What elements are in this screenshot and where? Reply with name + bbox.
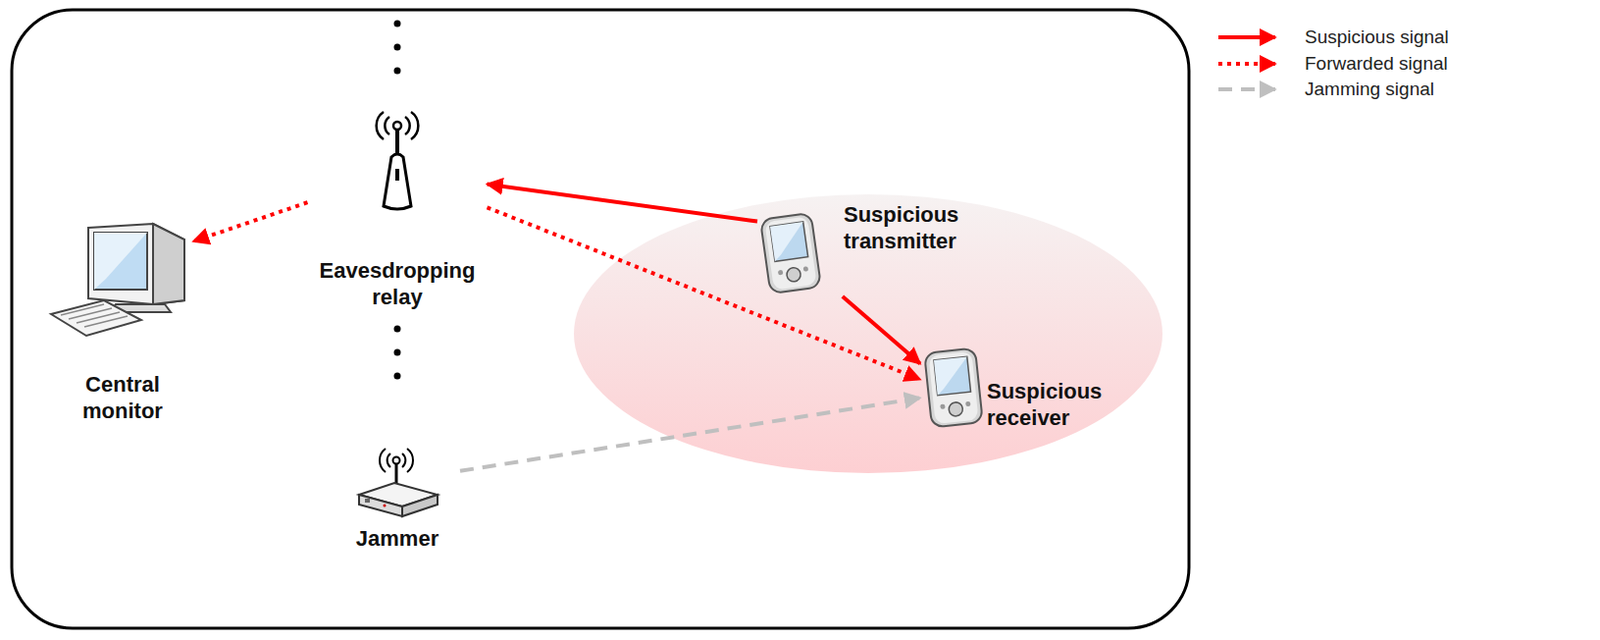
node-label: Central monitor	[58, 370, 187, 424]
node-label: Jammer	[338, 524, 457, 552]
phone-icon	[756, 209, 826, 297]
jammer-icon	[355, 447, 440, 518]
device-node: Jammer	[334, 443, 461, 556]
signal-arrow	[460, 397, 921, 470]
device-node: Suspicious transmitter	[757, 197, 995, 297]
legend-label: Forwarded signal	[1304, 52, 1448, 75]
signal-arrow	[487, 184, 759, 222]
signal-arrow	[842, 296, 921, 364]
phone-icon	[920, 345, 987, 430]
monitor-icon	[47, 219, 190, 338]
relay-antenna	[367, 109, 427, 213]
node-label: Suspicious receiver	[986, 377, 1125, 431]
network-boundary	[11, 9, 1189, 628]
legend-label: Jamming signal	[1304, 78, 1435, 101]
node-label: Eavesdropping relay	[311, 257, 484, 310]
suspicious-region	[573, 194, 1163, 473]
device-node: Suspicious receiver	[920, 344, 1129, 435]
legend-sample	[1218, 61, 1276, 66]
legend-label: Suspicious signal	[1304, 26, 1449, 49]
legend-sample	[1218, 87, 1276, 92]
signal-arrow	[193, 202, 309, 242]
node-label: Suspicious transmitter	[843, 201, 991, 255]
legend-sample	[1218, 35, 1276, 40]
device-node: Central monitor	[43, 215, 194, 428]
device-node: Eavesdropping relay	[308, 105, 488, 314]
